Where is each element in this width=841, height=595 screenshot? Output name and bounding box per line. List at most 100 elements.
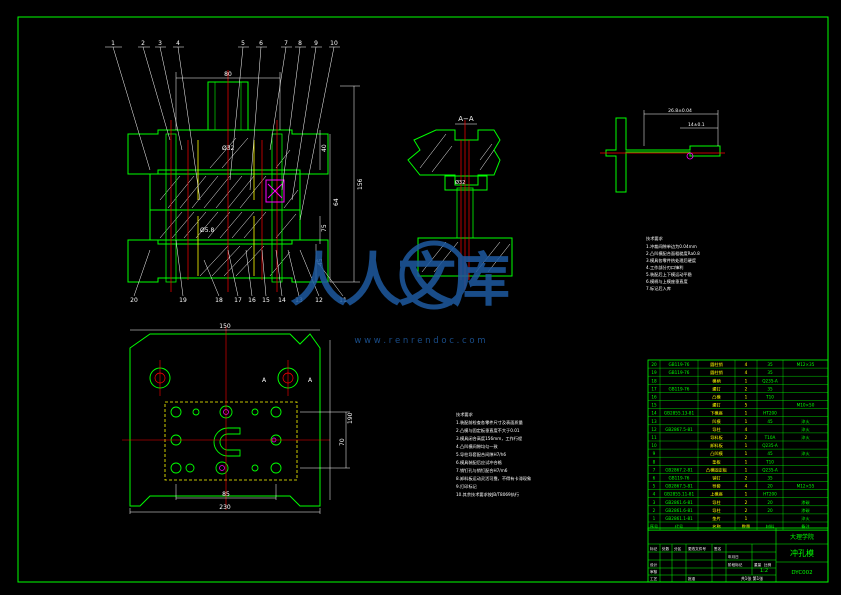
- balloons-top: 1 2 3 4 5 6 7 8 9 10: [111, 40, 338, 47]
- balloon-2: 2: [141, 40, 145, 47]
- bom-cell-mat: 35: [767, 476, 773, 481]
- tech-note-right-5: 5.装配后上下模运动平稳: [646, 271, 693, 278]
- plan-dim-height: 190: [347, 412, 354, 424]
- bom-cell-qty: 4: [745, 427, 748, 432]
- balloon-11: 11: [339, 297, 347, 304]
- dim-height-total: 156: [357, 178, 364, 190]
- bom-cell-note: 淬火: [801, 426, 810, 433]
- detail-dim-a: 26.8±0.04: [668, 108, 692, 114]
- bom-cell-no: 9: [653, 451, 656, 456]
- bom-cell-no: 6: [653, 476, 656, 481]
- tech-note-center-title: 技术要求: [456, 411, 474, 418]
- section-upper: [407, 129, 501, 186]
- tech-note-center-6: 6.模具装配后应试冲合格: [456, 459, 503, 466]
- dim-height-b: 75: [321, 224, 328, 232]
- tech-note-right-title: 技术要求: [646, 235, 664, 242]
- dim-height-a: 64: [333, 198, 340, 206]
- bom-cell-no: 12: [651, 427, 657, 432]
- bom-cell-qty: 1: [745, 378, 748, 383]
- bom-cell-name: 销钉: [712, 475, 721, 482]
- balloon-4: 4: [176, 40, 180, 47]
- bom-cell-std: GB2855.11-81: [664, 492, 695, 497]
- plan-dim-top: 150: [219, 323, 231, 330]
- bom-cell-note: 淬火: [801, 418, 810, 425]
- tech-notes-center: 技术要求 1.装配前检查各零件尺寸及表面质量 2.凸模与固定板垂直度不大于0.0…: [456, 411, 531, 498]
- bom-cell-mat: HT200: [763, 411, 777, 416]
- balloon-17: 17: [234, 297, 242, 304]
- bom-cell-name: 凸模固定板: [706, 466, 728, 473]
- watermark: 人人文库 w w w . r e n r e n d o c . c o m: [290, 240, 513, 346]
- bom-cell-std: GB2861.6-81: [665, 508, 693, 513]
- bom-cell-note: 渗碳: [801, 499, 810, 506]
- balloon-12: 12: [315, 297, 323, 304]
- balloons-bottom: 20 19 18 17 16 15 14 13 12 11: [130, 297, 347, 304]
- bom-cell-mat: 35: [767, 386, 773, 391]
- tb-label-1: 处数: [662, 546, 670, 551]
- bom-cell-no: 17: [651, 386, 657, 391]
- bom-cell-no: 14: [651, 411, 657, 416]
- bom-cell-std: GB119-76: [669, 370, 690, 375]
- bom-cell-name: 螺钉: [712, 385, 721, 392]
- bom-cell-std: GB2867.5-81: [665, 427, 693, 432]
- bom-cell-name: 导套: [712, 483, 721, 490]
- section-hatching: [159, 137, 299, 277]
- bom-cell-no: 15: [651, 403, 657, 408]
- dim-height-upper: 40: [321, 144, 328, 152]
- bom-cell-qty: 1: [745, 395, 748, 400]
- balloon-15: 15: [262, 297, 270, 304]
- balloon-14: 14: [278, 297, 286, 304]
- balloon-13: 13: [295, 297, 303, 304]
- plan-outline: [129, 333, 321, 507]
- balloon-9: 9: [314, 40, 318, 47]
- punch-marks: [265, 179, 285, 203]
- bom-cell-note: 渗碳: [801, 507, 810, 514]
- bom-cell-mat: Q235-A: [762, 443, 778, 448]
- bom-cell-no: 19: [651, 370, 657, 375]
- title-drawing-name: 冲孔模: [790, 548, 814, 558]
- drawing-frame: [17, 16, 829, 583]
- bom-cell-name: 模柄: [712, 377, 720, 384]
- tech-note-center-3: 3.模具闭合高度156mm，工作行程: [456, 435, 523, 442]
- plan-view: A A 150 230 85 190 70: [122, 323, 354, 514]
- plan-dim-h2: 70: [339, 438, 346, 446]
- bom-cell-name: 凸凹模: [710, 450, 723, 457]
- bom-cell-mat: 35: [767, 362, 773, 367]
- lower-die-base: [127, 239, 329, 283]
- tech-note-right-4: 4.工作部分刃口锋利: [646, 264, 684, 271]
- bom-cell-no: 7: [653, 467, 656, 472]
- bom-cell-mat: 35: [767, 370, 773, 375]
- bom-cell-name: 圆柱销: [710, 369, 723, 376]
- tb-label-5: 年月日: [728, 554, 739, 559]
- bom-cell-qty: 4: [745, 484, 748, 489]
- bom-cell-mat: 45: [767, 419, 773, 424]
- tech-note-center-8: 8.卸料板运动灵活可靠，不得有卡滞现象: [456, 475, 531, 482]
- tb-label-7: 审核: [650, 569, 658, 574]
- title-labels: 标记 处数 分区 更改文件号 签名 年月日 设计 审核 工艺 批准 阶段标记 重…: [650, 546, 772, 581]
- tech-note-right-1: 1.冲裁间隙单边为0.04mm: [646, 243, 697, 250]
- bom-cell-no: 8: [653, 459, 656, 464]
- bom-cell-qty: 1: [745, 443, 748, 448]
- detail-view: 26.8±0.04 14±0.1: [600, 108, 725, 193]
- bom-cell-mat: T10A: [764, 435, 776, 440]
- bom-cell-qty: 2: [745, 508, 748, 513]
- title-block: 大理学院 冲孔模 DYC002 1:2 共1张 第1张 标记 处数 分区 更改文…: [647, 527, 829, 583]
- bom-cell-mat: 20: [767, 500, 773, 505]
- bom-cell-name: 垫片: [712, 515, 720, 522]
- bom-cell-name: 凹模: [712, 418, 721, 425]
- tech-note-right-2: 2.凸凹模配合面粗糙度Ra0.8: [646, 250, 700, 257]
- tech-note-center-4: 4.凸凹模间隙均匀一致: [456, 443, 498, 450]
- bom-cell-note: M12×35: [797, 362, 815, 367]
- plan-dim-inner: 85: [222, 491, 230, 498]
- tb-label-3: 更改文件号: [688, 546, 706, 551]
- detail-dim-b: 14±0.1: [688, 122, 705, 128]
- bom-header-qty: 数量: [742, 523, 750, 530]
- bom-cell-no: 10: [651, 443, 657, 448]
- tb-label-8: 工艺: [650, 576, 658, 581]
- tb-label-0: 标记: [650, 546, 658, 551]
- bom-cell-no: 18: [651, 378, 657, 383]
- tech-note-center-5: 5.导柱导套配合间隙H7/h6: [456, 451, 506, 458]
- bom-header-note: 备注: [801, 523, 810, 530]
- balloon-18: 18: [215, 297, 223, 304]
- bom-cell-qty: 1: [745, 516, 748, 521]
